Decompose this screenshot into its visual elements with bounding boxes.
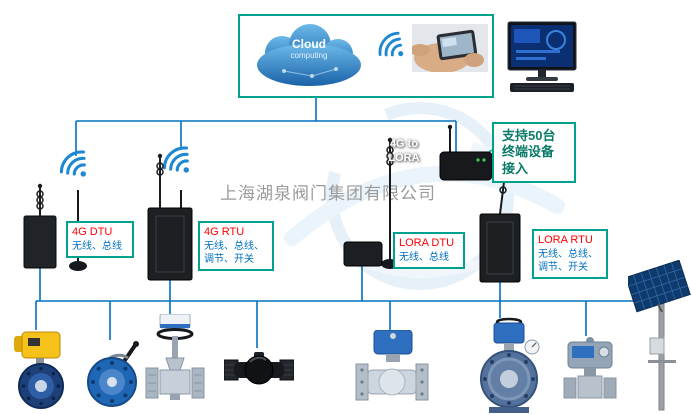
- device-desc: 调节、开关: [204, 253, 254, 265]
- black-ball-valve: [224, 346, 294, 396]
- gateway-router-device: [439, 124, 493, 181]
- gate-valve-with-actuator: [144, 314, 206, 412]
- wifi-signal-icon: [53, 143, 101, 191]
- note-line-3: 接入: [502, 160, 529, 176]
- device-label-lora-dtu: LORA DTU 无线、总线: [393, 232, 465, 269]
- manual-butterfly-valve: [84, 336, 142, 410]
- gateway-4g-to-lora-label: 4G to LORA: [388, 138, 420, 165]
- cloud-computing-image: Cloud computing: [250, 21, 368, 89]
- cloud-title: Cloud: [292, 37, 326, 51]
- wifi-signal-icon: [156, 139, 204, 187]
- device-label-4g-dtu: 4G DTU 无线、总线: [66, 221, 134, 258]
- solar-panel-pole: [628, 260, 692, 412]
- cloud-subtitle: computing: [290, 51, 328, 60]
- device-desc: 无线、总线: [72, 240, 122, 252]
- hand-phone-photo: [412, 24, 488, 72]
- small-electric-valve: [558, 334, 622, 404]
- wifi-signal-icon: [371, 25, 416, 70]
- device-label-lora-rtu: LORA RTU 无线、总线、 调节、开关: [532, 229, 608, 279]
- note-line-1: 支持50台: [502, 128, 556, 143]
- device-label-4g-rtu: 4G RTU 无线、总线、 调节、开关: [198, 221, 274, 271]
- electric-butterfly-valve: [8, 330, 68, 410]
- device-desc: 调节、开关: [538, 261, 588, 273]
- device-desc: 无线、总线、: [538, 248, 598, 260]
- computer-monitor-image: [502, 20, 582, 94]
- rtu-4g-device: [147, 153, 193, 281]
- device-name: 4G RTU: [204, 226, 245, 238]
- watermark-company-text: 上海湖泉阀门集团有限公司: [220, 184, 436, 203]
- device-name: LORA RTU: [538, 234, 593, 246]
- electric-ball-valve-flanged: [352, 330, 432, 406]
- device-name: 4G DTU: [72, 226, 113, 238]
- lora-dtu-device: [343, 137, 399, 269]
- terminal-capacity-note: 支持50台 终端设备 接入: [492, 122, 576, 183]
- device-desc: 无线、总线、: [204, 240, 264, 252]
- cloud-platform-box: Cloud computing: [238, 14, 494, 98]
- flanged-control-valve-with-gauge: [462, 317, 546, 413]
- note-line-2: 终端设备: [502, 144, 555, 160]
- device-name: LORA DTU: [399, 237, 455, 249]
- device-desc: 无线、总线: [399, 251, 449, 263]
